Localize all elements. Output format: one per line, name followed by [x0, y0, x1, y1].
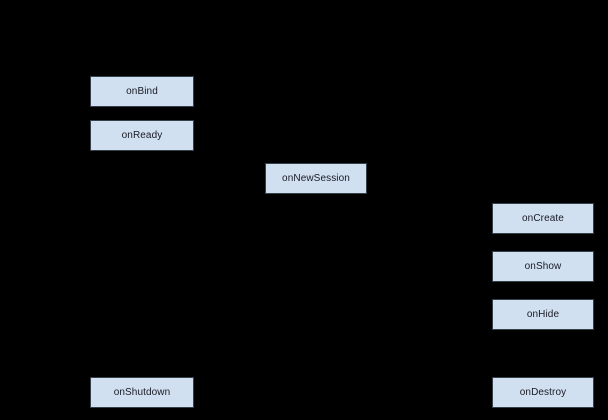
node-label-on-new-session: onNewSession: [282, 172, 350, 184]
node-label-on-bind: onBind: [126, 85, 158, 97]
node-label-on-show: onShow: [524, 260, 562, 272]
node-on-bind[interactable]: onBind: [90, 76, 194, 107]
node-on-new-session[interactable]: onNewSession: [265, 163, 367, 194]
node-label-on-shutdown: onShutdown: [113, 386, 171, 398]
node-on-destroy[interactable]: onDestroy: [492, 377, 594, 408]
node-label-on-destroy: onDestroy: [519, 386, 567, 398]
node-label-on-create: onCreate: [522, 212, 564, 224]
node-on-shutdown[interactable]: onShutdown: [90, 377, 194, 408]
node-on-hide[interactable]: onHide: [492, 299, 594, 330]
node-on-create[interactable]: onCreate: [492, 203, 594, 234]
node-label-on-hide: onHide: [526, 308, 560, 320]
node-on-ready[interactable]: onReady: [90, 120, 194, 151]
node-on-show[interactable]: onShow: [492, 251, 594, 282]
node-label-on-ready: onReady: [121, 129, 163, 141]
